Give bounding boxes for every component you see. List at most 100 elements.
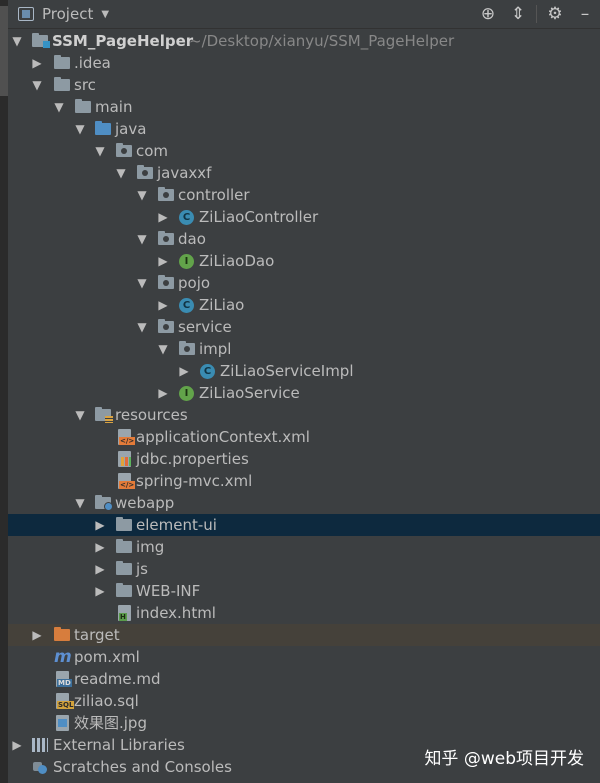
tree-item-scratches[interactable]: Scratches and Consoles xyxy=(8,756,600,778)
tree-item-img[interactable]: ▶ img xyxy=(8,536,600,558)
package-icon xyxy=(158,319,174,333)
package-icon xyxy=(158,231,174,245)
tree-item-label: index.html xyxy=(136,604,216,622)
hide-icon[interactable]: – xyxy=(580,4,590,24)
expand-arrow-icon[interactable]: ▼ xyxy=(158,342,168,356)
scratches-icon xyxy=(32,760,48,774)
tree-item-webapp[interactable]: ▼ webapp xyxy=(8,492,600,514)
tree-item-effect-jpg[interactable]: 效果图.jpg xyxy=(8,712,600,734)
expand-arrow-icon[interactable]: ▼ xyxy=(75,122,85,136)
folder-icon xyxy=(54,55,70,69)
tree-item-label: javaxxf xyxy=(157,164,212,182)
tree-item-index-html[interactable]: H index.html xyxy=(8,602,600,624)
collapsed-arrow-icon[interactable]: ▶ xyxy=(158,298,168,312)
tree-item-label: webapp xyxy=(115,494,175,512)
tree-item-label: SSM_PageHelper xyxy=(52,32,194,50)
package-icon xyxy=(137,165,153,179)
collapsed-arrow-icon[interactable]: ▶ xyxy=(158,210,168,224)
tree-item-javaxxf[interactable]: ▼ javaxxf xyxy=(8,162,600,184)
gear-icon[interactable]: ⚙ xyxy=(547,4,563,24)
expand-arrow-icon[interactable]: ▼ xyxy=(32,78,42,92)
chevron-down-icon[interactable]: ▼ xyxy=(101,8,110,20)
collapsed-arrow-icon[interactable]: ▶ xyxy=(158,254,168,268)
tree-item-label: target xyxy=(74,626,120,644)
tree-item-root[interactable]: ▼ SSM_PageHelper ~/Desktop/xianyu/SSM_Pa… xyxy=(8,30,600,52)
tree-item-label: ZiLiaoService xyxy=(199,384,300,402)
collapsed-arrow-icon[interactable]: ▶ xyxy=(95,562,105,576)
tree-item-spring-mvc[interactable]: </> spring-mvc.xml xyxy=(8,470,600,492)
tree-item-ziliao-service[interactable]: ▶ I ZiLiaoService xyxy=(8,382,600,404)
collapsed-arrow-icon[interactable]: ▶ xyxy=(95,518,105,532)
tree-item-label: readme.md xyxy=(74,670,161,688)
tree-item-label: element-ui xyxy=(136,516,217,534)
collapsed-arrow-icon[interactable]: ▶ xyxy=(95,584,105,598)
tree-item-impl[interactable]: ▼ impl xyxy=(8,338,600,360)
tree-item-label: ZiLiao xyxy=(199,296,245,314)
package-icon xyxy=(158,275,174,289)
tree-item-pom[interactable]: m pom.xml xyxy=(8,646,600,668)
tree-item-element-ui[interactable]: ▶ element-ui xyxy=(8,514,600,536)
expand-arrow-icon[interactable]: ▼ xyxy=(137,276,147,290)
tree-item-ziliao-sql[interactable]: SQL ziliao.sql xyxy=(8,690,600,712)
tree-item-controller[interactable]: ▼ controller xyxy=(8,184,600,206)
expand-arrow-icon[interactable]: ▼ xyxy=(137,188,147,202)
tree-item-java[interactable]: ▼ java xyxy=(8,118,600,140)
tree-item-main[interactable]: ▼ main xyxy=(8,96,600,118)
sql-file-icon: SQL xyxy=(56,693,75,709)
tree-item-ziliao-controller[interactable]: ▶ C ZiLiaoController xyxy=(8,206,600,228)
collapsed-arrow-icon[interactable]: ▶ xyxy=(95,540,105,554)
tree-item-ziliao[interactable]: ▶ C ZiLiao xyxy=(8,294,600,316)
properties-file-icon xyxy=(118,451,131,467)
panel-title[interactable]: Project xyxy=(42,5,94,23)
tree-item-application-context[interactable]: </> applicationContext.xml xyxy=(8,426,600,448)
tree-item-label: applicationContext.xml xyxy=(136,428,310,446)
tree-item-resources[interactable]: ▼ resources xyxy=(8,404,600,426)
tree-item-label: java xyxy=(115,120,147,138)
locate-icon[interactable]: ⊕ xyxy=(480,4,496,24)
tree-item-service[interactable]: ▼ service xyxy=(8,316,600,338)
expand-arrow-icon[interactable]: ▼ xyxy=(116,166,126,180)
excluded-folder-icon xyxy=(54,627,70,641)
tree-item-src[interactable]: ▼ src xyxy=(8,74,600,96)
tree-item-com[interactable]: ▼ com xyxy=(8,140,600,162)
expand-arrow-icon[interactable]: ▼ xyxy=(75,408,85,422)
tree-item-web-inf[interactable]: ▶ WEB-INF xyxy=(8,580,600,602)
project-tool-tab[interactable] xyxy=(0,6,8,96)
watermark: 知乎 @web项目开发 xyxy=(424,749,584,769)
class-icon: C xyxy=(200,364,215,379)
maven-icon: m xyxy=(54,647,72,667)
collapse-all-icon[interactable]: ⇕ xyxy=(510,4,526,24)
tree-item-js[interactable]: ▶ js xyxy=(8,558,600,580)
tree-item-dao[interactable]: ▼ dao xyxy=(8,228,600,250)
tree-item-ziliao-service-impl[interactable]: ▶ C ZiLiaoServiceImpl xyxy=(8,360,600,382)
html-file-icon: H xyxy=(118,605,131,621)
expand-arrow-icon[interactable]: ▼ xyxy=(95,144,105,158)
expand-arrow-icon[interactable]: ▼ xyxy=(75,496,85,510)
package-icon xyxy=(179,341,195,355)
image-file-icon xyxy=(56,715,69,731)
expand-arrow-icon[interactable]: ▼ xyxy=(137,320,147,334)
tree-item-jdbc-properties[interactable]: jdbc.properties xyxy=(8,448,600,470)
expand-arrow-icon[interactable]: ▼ xyxy=(54,100,64,114)
tree-item-external-libraries[interactable]: ▶ External Libraries xyxy=(8,734,600,756)
folder-icon xyxy=(116,561,132,575)
tree-item-label: controller xyxy=(178,186,250,204)
collapsed-arrow-icon[interactable]: ▶ xyxy=(158,386,168,400)
collapsed-arrow-icon[interactable]: ▶ xyxy=(179,364,189,378)
expand-arrow-icon[interactable]: ▼ xyxy=(12,34,22,48)
tree-item-target[interactable]: ▶ target xyxy=(8,624,600,646)
source-folder-icon xyxy=(95,121,111,135)
tree-item-readme[interactable]: MD readme.md xyxy=(8,668,600,690)
collapsed-arrow-icon[interactable]: ▶ xyxy=(12,738,22,752)
collapsed-arrow-icon[interactable]: ▶ xyxy=(32,56,42,70)
tree-item-pojo[interactable]: ▼ pojo xyxy=(8,272,600,294)
expand-arrow-icon[interactable]: ▼ xyxy=(137,232,147,246)
tree-item-idea[interactable]: ▶ .idea xyxy=(8,52,600,74)
tree-item-ziliao-dao[interactable]: ▶ I ZiLiaoDao xyxy=(8,250,600,272)
collapsed-arrow-icon[interactable]: ▶ xyxy=(32,628,42,642)
tree-item-label: ZiLiaoDao xyxy=(199,252,275,270)
project-view-icon xyxy=(18,7,34,21)
tree-item-label: spring-mvc.xml xyxy=(136,472,253,490)
project-toolbar: Project ▼ ⊕ ⇕ ⚙ – xyxy=(8,0,600,29)
interface-icon: I xyxy=(179,386,194,401)
